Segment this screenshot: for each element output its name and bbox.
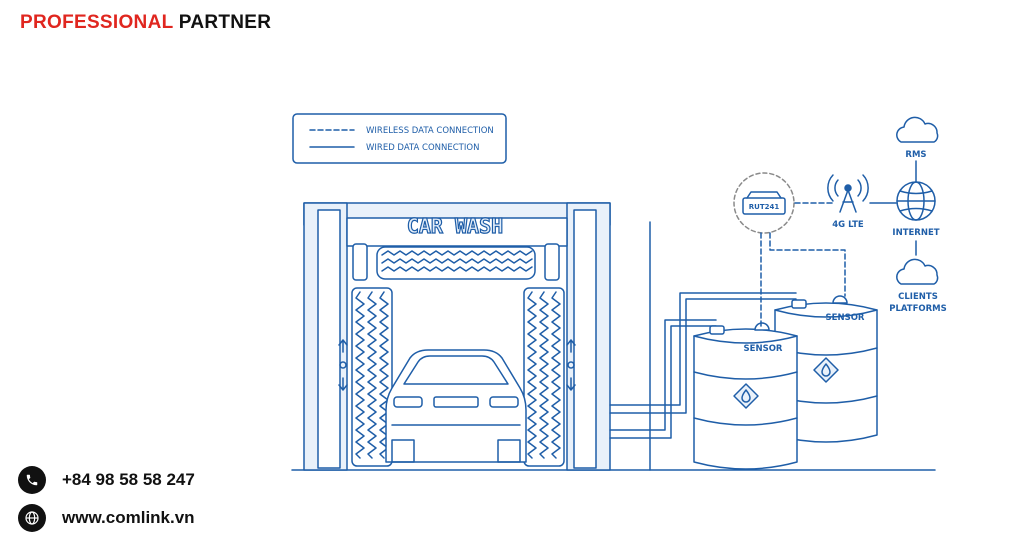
wireless-links — [760, 202, 846, 329]
sensor-label-right: SENSOR — [826, 313, 865, 323]
internet-label: INTERNET — [892, 228, 939, 238]
legend-box — [292, 113, 507, 164]
left-side-brush — [351, 287, 393, 467]
phone-icon — [18, 466, 46, 494]
car-wash-structure — [303, 202, 611, 471]
rms-cloud-icon — [896, 116, 939, 143]
top-roller-brush — [352, 243, 560, 281]
rms-label: RMS — [905, 150, 926, 160]
clients-label-line1: CLIENTS — [898, 292, 938, 302]
sensor-label-left: SENSOR — [744, 344, 783, 354]
globe-icon — [18, 504, 46, 532]
back-tank — [774, 295, 878, 443]
left-updown-arrows-icon — [338, 339, 348, 391]
contact-website: www.comlink.vn — [18, 504, 195, 532]
right-side-brush — [523, 287, 565, 467]
legend-wireless-label: WIRELESS DATA CONNECTION — [366, 126, 494, 136]
router-label: RUT241 — [749, 203, 780, 211]
lte-label: 4G LTE — [832, 220, 864, 230]
legend-wired-label: WIRED DATA CONNECTION — [366, 143, 479, 153]
right-updown-arrows-icon — [566, 339, 576, 391]
brand-title: PROFESSIONAL PARTNER — [20, 12, 271, 34]
legend — [292, 113, 507, 164]
antenna-icon — [827, 174, 869, 213]
contact-phone: +84 98 58 58 247 — [18, 466, 195, 494]
car-wash-sign: CAR WASH — [407, 214, 503, 238]
clients-label-line2: PLATFORMS — [889, 304, 947, 314]
globe-icon — [896, 181, 936, 221]
car — [385, 349, 527, 463]
front-tank — [693, 322, 798, 470]
phone-number: +84 98 58 58 247 — [62, 470, 195, 489]
clients-cloud-icon — [896, 258, 939, 285]
brand-word-partner: PARTNER — [178, 12, 272, 33]
website-link[interactable]: www.comlink.vn — [62, 508, 195, 527]
brand-word-professional: PROFESSIONAL — [20, 12, 174, 33]
wired-pipes — [609, 292, 797, 439]
router-icon — [733, 172, 795, 234]
